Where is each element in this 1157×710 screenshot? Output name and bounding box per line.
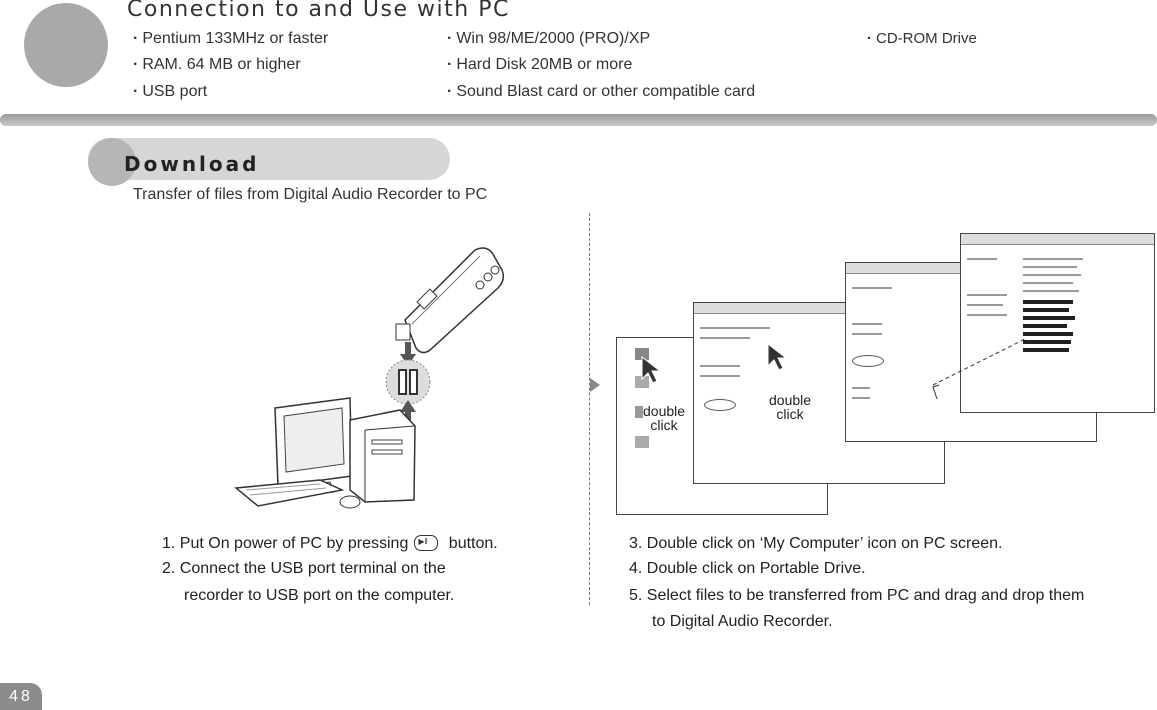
requirement-text: USB port [142, 83, 208, 100]
recorder-icon [395, 247, 505, 354]
label-line: click [776, 406, 804, 422]
file-explorer-window [960, 233, 1155, 413]
column-divider [589, 213, 590, 605]
step-1: 1. Put On power of PC by pressing button… [162, 534, 498, 553]
step-1-text-end: button. [448, 535, 498, 552]
step-5-line2: to Digital Audio Recorder. [652, 613, 833, 630]
usb-connector-icon [385, 359, 431, 405]
section-heading-pill [88, 138, 450, 180]
page-number: 48 [0, 683, 42, 710]
requirement-item: ·Sound Blast card or other compatible ca… [447, 83, 756, 100]
step-5-line1: 5. Select files to be transferred from P… [629, 587, 1085, 604]
step-4: 4. Double click on Portable Drive. [629, 560, 866, 577]
section-title: Download [124, 152, 260, 176]
cursor-icon [767, 342, 788, 371]
requirement-item: ·RAM. 64 MB or higher [133, 56, 301, 73]
label-line: double [643, 403, 686, 419]
requirement-item: ·Win 98/ME/2000 (PRO)/XP [447, 30, 651, 47]
requirement-item: ·USB port [133, 83, 208, 100]
requirement-item: ·Pentium 133MHz or faster [133, 30, 329, 47]
step-1-text: 1. Put On power of PC by pressing [162, 535, 409, 552]
requirement-item: ·CD-ROM Drive [867, 30, 977, 47]
label-line: click [650, 417, 678, 433]
page-title: Connection to and Use with PC [127, 0, 510, 22]
cursor-icon [641, 355, 662, 384]
requirement-text: CD-ROM Drive [876, 30, 977, 47]
step-3: 3. Double click on ‘My Computer’ icon on… [629, 535, 1003, 552]
requirement-text: RAM. 64 MB or higher [142, 56, 301, 73]
header-circle-decoration [24, 3, 108, 87]
drag-dashed-line [932, 338, 1026, 400]
requirement-text: Hard Disk 20MB or more [456, 56, 633, 73]
drive-icon [704, 399, 736, 411]
double-click-label: double click [769, 392, 812, 422]
label-line: double [769, 392, 812, 408]
pc-recorder-illustration [234, 247, 505, 509]
double-click-label: double click [643, 403, 686, 433]
computer-icon [234, 397, 416, 509]
requirement-text: Win 98/ME/2000 (PRO)/XP [456, 30, 651, 47]
section-heading-cap [88, 138, 136, 186]
step-2-line2: recorder to USB port on the computer. [184, 587, 455, 604]
header-divider-bar [0, 114, 1157, 126]
section-subtitle: Transfer of files from Digital Audio Rec… [133, 186, 488, 203]
requirement-text: Pentium 133MHz or faster [142, 30, 329, 47]
requirement-item: ·Hard Disk 20MB or more [447, 56, 633, 73]
step-arrow-icon [590, 378, 600, 392]
drive-icon [852, 355, 884, 367]
play-pause-button-icon [414, 534, 439, 551]
requirement-text: Sound Blast card or other compatible car… [456, 83, 756, 100]
step-2-line1: 2. Connect the USB port terminal on the [162, 560, 446, 577]
